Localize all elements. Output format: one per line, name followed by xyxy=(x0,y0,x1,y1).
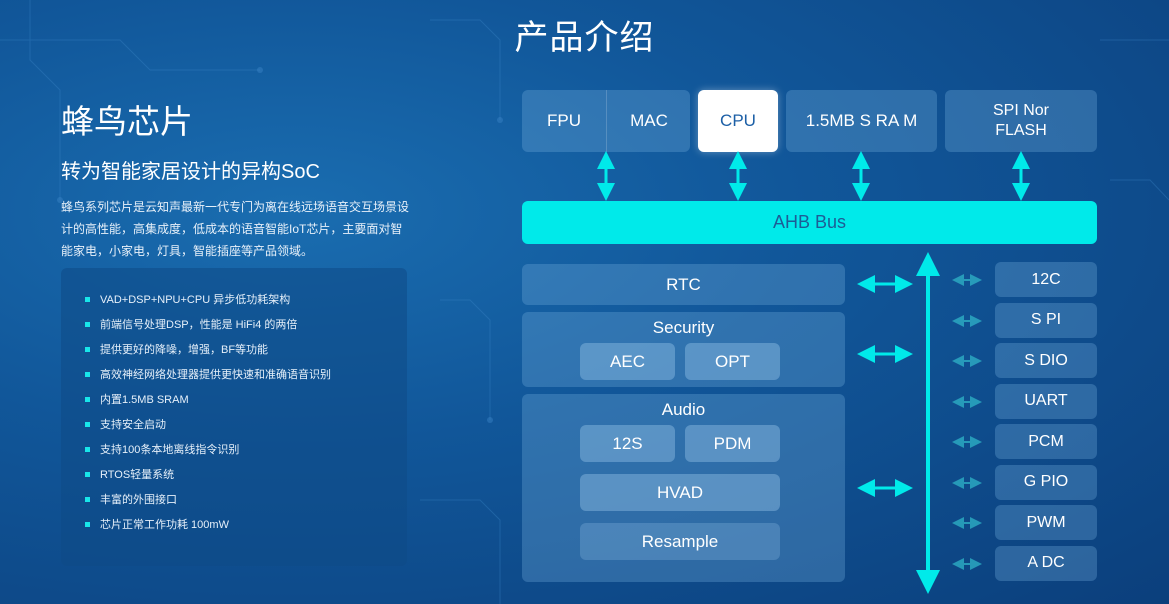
security-block xyxy=(522,312,845,387)
flash-block: SPI Nor FLASH xyxy=(945,90,1097,152)
feature-panel: VAD+DSP+NPU+CPU 异步低功耗架构 前端信号处理DSP，性能是 Hi… xyxy=(61,268,407,566)
feature-item: 芯片正常工作功耗 100mW xyxy=(85,515,331,540)
peripheral-pcm: PCM xyxy=(995,424,1097,459)
bullet-icon xyxy=(85,347,90,352)
bullet-icon xyxy=(85,422,90,427)
feature-item: 前端信号处理DSP，性能是 HiFi4 的两倍 xyxy=(85,315,331,340)
audio-label: Audio xyxy=(661,400,706,419)
feature-item: 支持安全启动 xyxy=(85,415,331,440)
i2s-block: 12S xyxy=(580,425,675,462)
bullet-icon xyxy=(85,372,90,377)
audio-block xyxy=(522,394,845,582)
feature-item: 内置1.5MB SRAM xyxy=(85,390,331,415)
bullet-icon xyxy=(85,472,90,477)
fpu-mac-block xyxy=(522,90,690,152)
feature-item: RTOS轻量系统 xyxy=(85,465,331,490)
feature-item: 高效神经网络处理器提供更快速和准确语音识别 xyxy=(85,365,331,390)
peripheral-i2c: 12C xyxy=(995,262,1097,297)
rtc-block: RTC xyxy=(522,264,845,305)
bullet-icon xyxy=(85,497,90,502)
feature-item: 支持100条本地离线指令识别 xyxy=(85,440,331,465)
bullet-icon xyxy=(85,322,90,327)
peripheral-gpio: G PIO xyxy=(995,464,1097,500)
peripheral-spi: S PI xyxy=(995,302,1097,338)
peripheral-uart: UART xyxy=(995,383,1097,419)
ahb-bus: AHB Bus xyxy=(522,201,1097,244)
bullet-icon xyxy=(85,397,90,402)
pdm-block: PDM xyxy=(685,425,780,462)
bullet-icon xyxy=(85,447,90,452)
feature-item: 丰富的外围接口 xyxy=(85,490,331,515)
peripheral-adc: A DC xyxy=(995,545,1097,581)
product-name: 蜂鸟芯片 xyxy=(61,103,193,140)
feature-item: 提供更好的降噪，增强，BF等功能 xyxy=(85,340,331,365)
peripheral-sdio: S DIO xyxy=(995,343,1097,378)
fpu-mac-divider xyxy=(606,90,607,152)
resample-block: Resample xyxy=(580,523,780,560)
product-tagline: 转为智能家居设计的异构SoC xyxy=(61,161,320,183)
security-label: Security xyxy=(652,318,715,337)
peripheral-column: 12C S PI S DIO UART PCM G PIO PWM A DC xyxy=(995,262,1097,586)
feature-list: VAD+DSP+NPU+CPU 异步低功耗架构 前端信号处理DSP，性能是 Hi… xyxy=(85,290,331,540)
peripheral-pwm: PWM xyxy=(995,505,1097,540)
cpu-block: CPU xyxy=(698,90,778,152)
hvad-block: HVAD xyxy=(580,474,780,511)
fpu-label: FPU xyxy=(547,111,581,130)
bullet-icon xyxy=(85,522,90,527)
product-description: 蜂鸟系列芯片是云知声最新一代专门为离在线远场语音交互场景设计的高性能，高集成度，… xyxy=(61,200,410,258)
mac-label: MAC xyxy=(630,111,668,130)
aec-block: AEC xyxy=(580,343,675,380)
sram-block: 1.5MB S RA M xyxy=(786,90,937,152)
bullet-icon xyxy=(85,297,90,302)
opt-block: OPT xyxy=(685,343,780,380)
feature-item: VAD+DSP+NPU+CPU 异步低功耗架构 xyxy=(85,290,331,315)
page-title: 产品介绍 xyxy=(514,19,655,57)
